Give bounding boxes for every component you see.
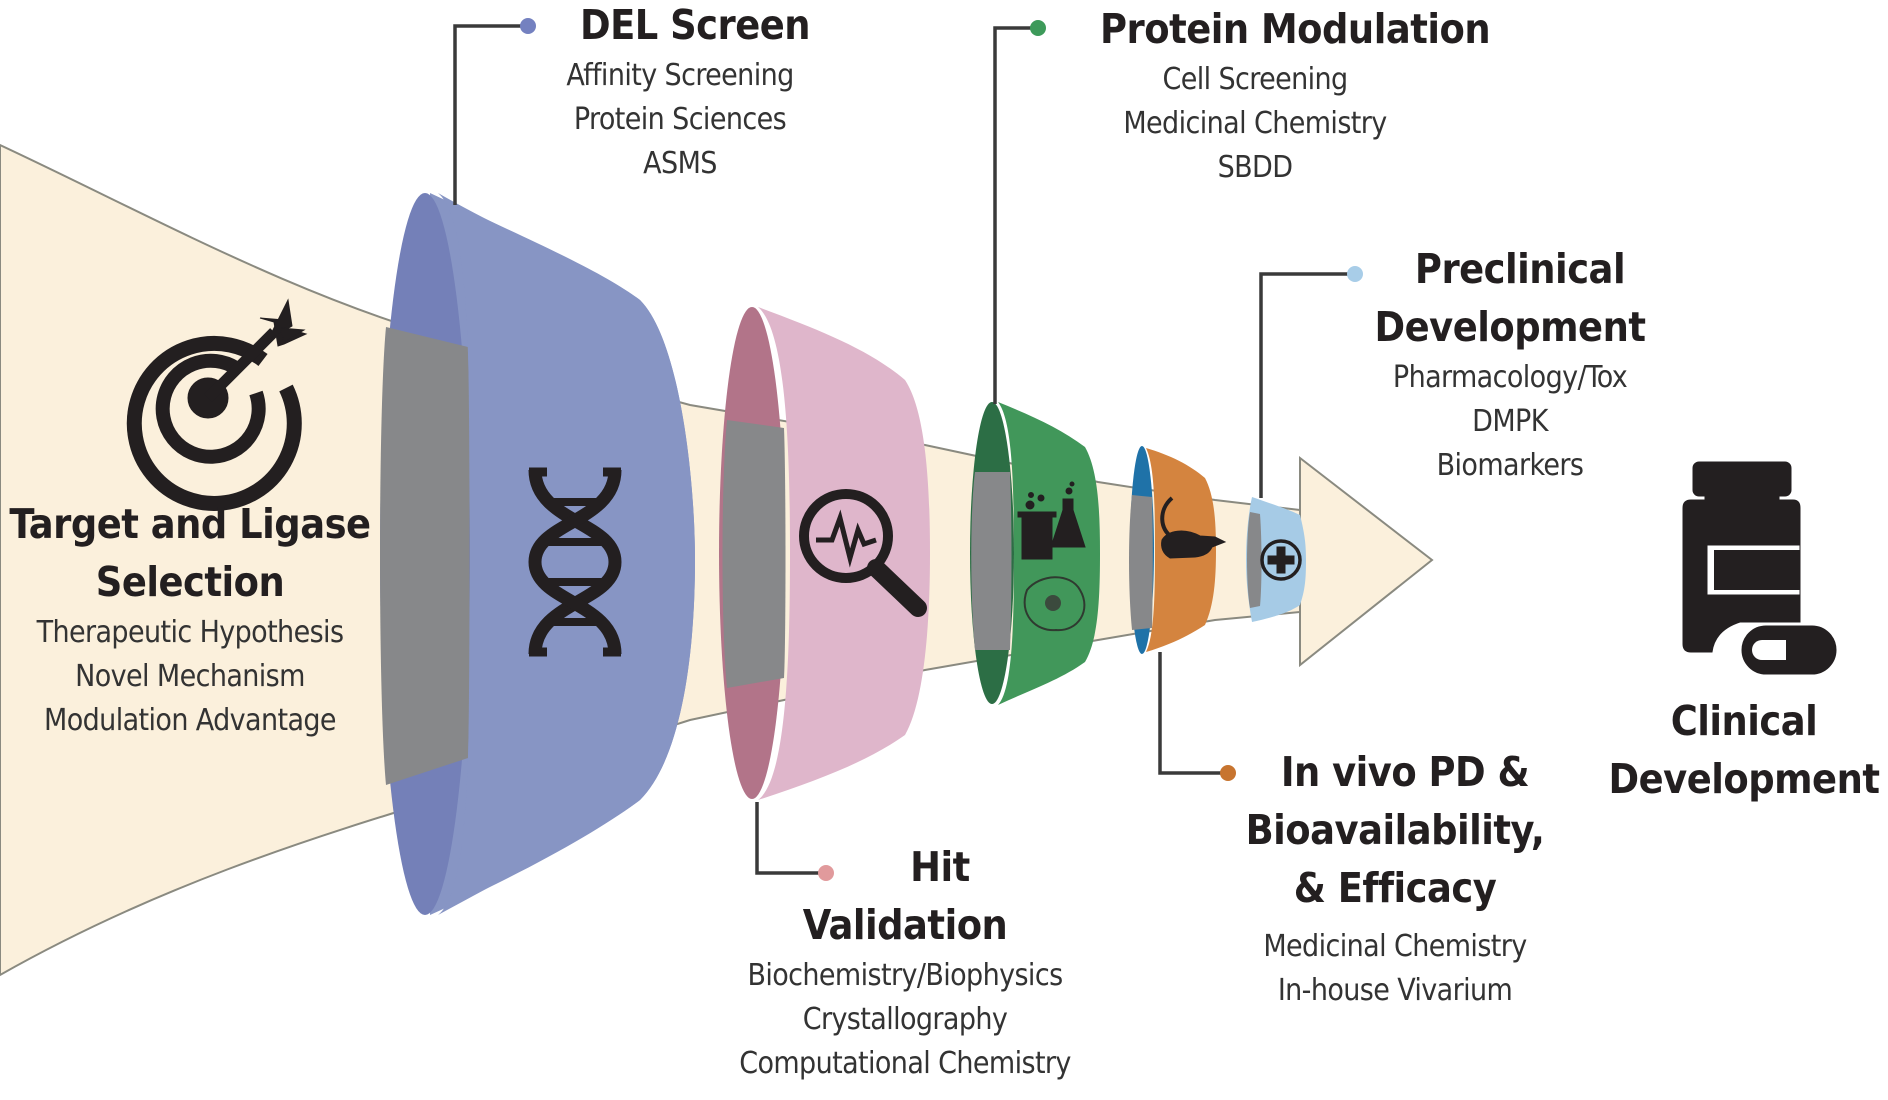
stage-invivo-detail: In-house Vivarium	[1277, 973, 1513, 1008]
cup-invivo-inner	[1129, 495, 1153, 630]
cup-hit-validation	[719, 307, 930, 800]
cup-preclinical-inner	[1247, 512, 1262, 608]
pill-capsule-half	[1752, 640, 1786, 660]
connector-dot-protein	[1030, 20, 1046, 36]
connector-del	[453, 24, 528, 205]
stage-preclinical-label: Preclinical Development Pharmacology/Tox…	[1350, 240, 1670, 488]
stage-protein-detail: Medicinal Chemistry	[1123, 106, 1387, 141]
stage-del-detail: Affinity Screening	[566, 58, 794, 93]
stage-protein-label: Protein Modulation Cell Screening Medici…	[1060, 0, 1491, 190]
stage-preclinical-detail: Pharmacology/Tox	[1392, 360, 1628, 395]
connector-protein	[993, 26, 1036, 404]
target-arrow-icon	[126, 298, 308, 511]
cup-protein-inner	[971, 472, 1012, 650]
stage-del-detail: ASMS	[643, 146, 717, 181]
connector-dot-del	[520, 18, 536, 34]
stage-invivo-title-2: Bioavailability,	[1245, 806, 1545, 854]
stage-target-detail: Therapeutic Hypothesis	[36, 615, 344, 650]
stage-del-detail: Protein Sciences	[573, 102, 787, 137]
stage-preclinical-detail: Biomarkers	[1436, 448, 1584, 483]
cup-hit-front-face	[758, 307, 930, 800]
connector-dot-invivo	[1220, 765, 1236, 781]
stage-del-label: DEL Screen Affinity Screening Protein Sc…	[510, 0, 850, 186]
stage-hit-label: Hit Validation Biochemistry/Biophysics C…	[700, 838, 1110, 1086]
magnifier-signal-icon	[799, 489, 927, 617]
stage-clinical-title-2: Development	[1608, 755, 1880, 803]
cup-del-front-face	[438, 193, 695, 915]
stage-hit-detail: Biochemistry/Biophysics	[747, 958, 1063, 993]
stage-target-label: Target and Ligase Selection Therapeutic …	[0, 495, 380, 743]
cup-protein-modulation	[970, 402, 1100, 705]
stage-protein-title: Protein Modulation	[1100, 5, 1491, 53]
stage-hit-title-2: Validation	[802, 901, 1008, 949]
connectors	[453, 24, 1352, 875]
cup-del-screen	[380, 193, 695, 915]
rodent-icon	[1160, 496, 1227, 559]
pill-bottle-label	[1714, 550, 1800, 590]
stage-hit-detail: Computational Chemistry	[739, 1046, 1071, 1081]
connector-hit	[755, 802, 822, 875]
stage-clinical-title-1: Clinical	[1670, 697, 1818, 745]
lab-glassware-cell-icon	[1017, 481, 1086, 632]
stage-protein-detail: SBDD	[1217, 150, 1293, 185]
stage-preclinical-detail: DMPK	[1472, 404, 1548, 439]
stage-invivo-detail: Medicinal Chemistry	[1263, 929, 1527, 964]
stage-target-title-2: Selection	[95, 558, 285, 606]
stage-del-title: DEL Screen	[579, 1, 811, 49]
connector-dot-hit	[818, 865, 834, 881]
stage-invivo-label: In vivo PD & Bioavailability, & Efficacy…	[1220, 743, 1570, 1013]
cup-del-inner	[380, 327, 470, 785]
stage-invivo-title-3: & Efficacy	[1293, 864, 1497, 912]
stage-target-detail: Novel Mechanism	[75, 659, 305, 694]
cup-hit-inner	[722, 420, 786, 688]
stage-preclinical-title-1: Preclinical	[1414, 245, 1626, 293]
stage-hit-title-1: Hit	[910, 843, 970, 891]
stage-invivo-title-1: In vivo PD &	[1280, 748, 1530, 796]
stage-protein-detail: Cell Screening	[1162, 62, 1348, 97]
stage-preclinical-title-2: Development	[1374, 303, 1646, 351]
stage-hit-detail: Crystallography	[802, 1002, 1008, 1037]
medical-cross-icon	[1260, 539, 1302, 581]
dna-icon	[528, 467, 622, 657]
stage-target-detail: Modulation Advantage	[44, 703, 337, 738]
funnel-arrow-head	[1299, 455, 1434, 668]
stage-clinical-label: Clinical Development	[1600, 692, 1888, 808]
connector-dot-preclinical	[1347, 266, 1363, 282]
connector-invivo	[1158, 652, 1225, 775]
stage-target-title-1: Target and Ligase	[9, 500, 371, 548]
connector-preclinical	[1259, 272, 1352, 498]
